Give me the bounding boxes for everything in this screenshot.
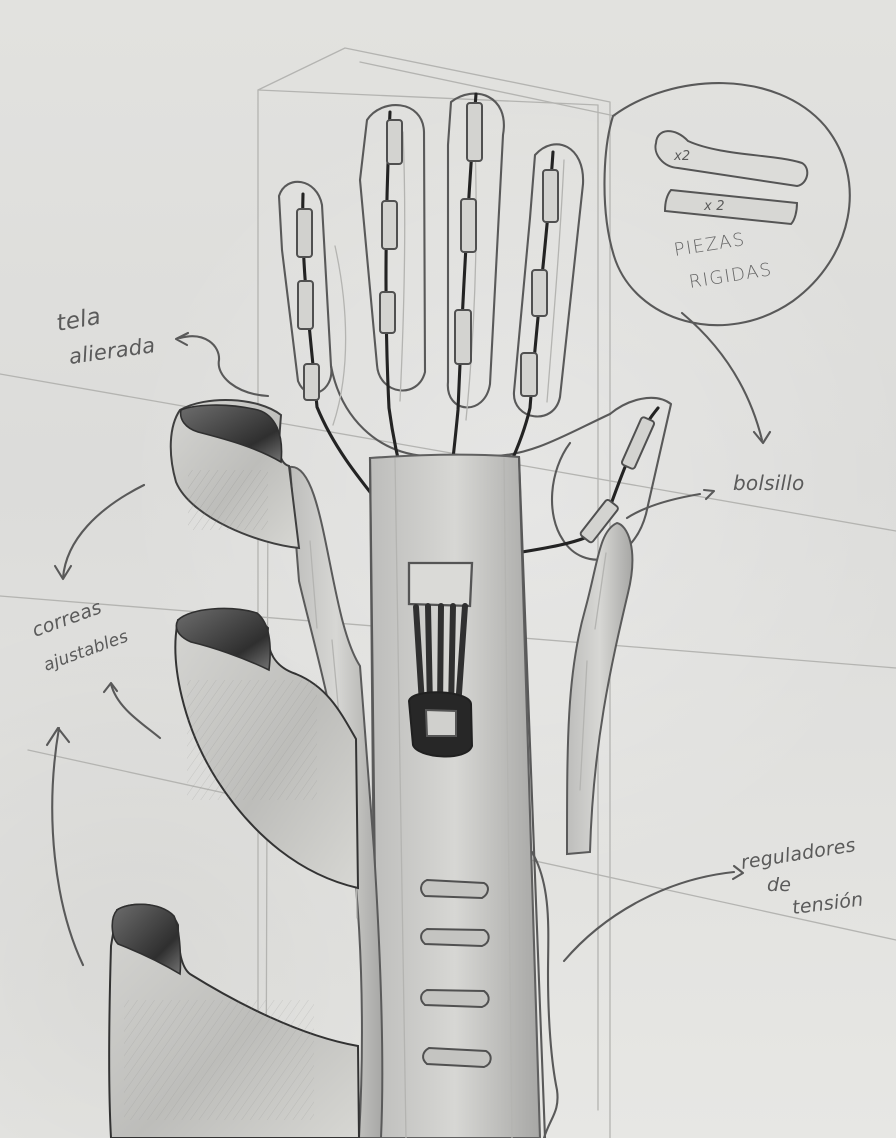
tension-regulators-label-line-3: tensión xyxy=(791,888,865,919)
rigid-pieces-label-line-1: PIEZAS xyxy=(672,229,746,261)
rigid-pieces-callout: x2 x 2 PIEZAS RIGIDAS xyxy=(604,83,849,325)
tendon-gathering-clip xyxy=(409,563,472,756)
fabric-label-line-1: tela xyxy=(55,304,103,337)
rigid-pieces-label-line-2: RIGIDAS xyxy=(687,259,773,293)
fabric-label-line-2: alierada xyxy=(67,333,156,369)
straps-label-line-1: correas xyxy=(29,596,104,641)
piece-count-top: x2 xyxy=(673,149,690,164)
adjustable-straps xyxy=(109,400,359,1138)
pocket-label: bolsillo xyxy=(733,471,804,495)
tension-regulators-label-line-1: reguladores xyxy=(739,834,857,874)
piece-count-bottom: x 2 xyxy=(703,199,725,214)
tension-regulators-label-line-2: de xyxy=(767,874,791,896)
